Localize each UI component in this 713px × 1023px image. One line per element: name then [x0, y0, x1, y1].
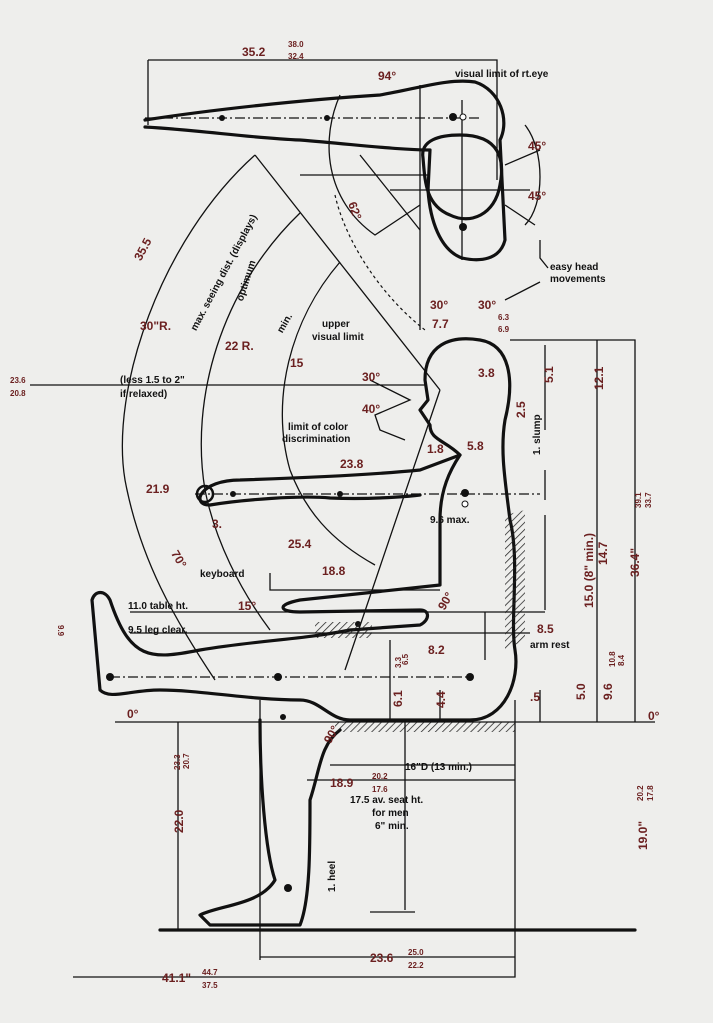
dim-9-6: 9.6	[601, 683, 615, 700]
heel-label: 1. heel	[327, 861, 338, 892]
dim-8-5: 8.5	[537, 622, 554, 636]
dim-5-8: 5.8	[467, 439, 484, 453]
seat-height-label-3: 6" min.	[375, 821, 409, 832]
keyboard-label: keyboard	[200, 569, 244, 580]
zero-right: 0°	[648, 709, 660, 723]
reach-dimension: 35.2	[242, 45, 266, 59]
head-width: 7.7	[432, 317, 449, 331]
dim-18-9-low: 17.6	[372, 785, 388, 794]
dim-1-8: 1.8	[427, 442, 444, 456]
dim-22-0-high: 23.3	[173, 754, 182, 770]
head-width-low: 6.9	[498, 325, 510, 334]
seated-figure	[90, 337, 637, 932]
radius-30: 30"R.	[140, 319, 171, 333]
foot-height: 9.9	[56, 625, 65, 637]
angle-62: 62°	[345, 200, 364, 222]
table-height-label: 11.0 table ht.	[128, 601, 188, 612]
dim-18-9-high: 20.2	[372, 772, 388, 781]
relaxed-note-1: (less 1.5 to 2"	[120, 375, 185, 386]
dim-36-4-high: 39.1	[634, 492, 643, 508]
dim-23-6-high: 25.0	[408, 948, 424, 957]
relaxed-note-2: if relaxed)	[120, 389, 167, 400]
color-limit-label-1: limit of color	[288, 422, 348, 433]
leg-clearance-label: 9.5 leg clear.	[128, 625, 188, 636]
dim-18-8: 18.8	[322, 564, 346, 578]
upper-visual-label-2: visual limit	[312, 332, 364, 343]
dim-6-1: 6.1	[391, 690, 405, 707]
reach-high: 38.0	[288, 40, 304, 49]
easy-head-label-2: movements	[550, 274, 606, 285]
reach-low: 32.4	[288, 52, 304, 61]
dim-21-9: 21.9	[146, 482, 170, 496]
dim-3-8: 3.8	[478, 366, 495, 380]
angle-94: 94°	[378, 69, 396, 83]
upper-visual-label-1: upper	[322, 319, 350, 330]
angle-45-lower: 45°	[528, 189, 546, 203]
dim-4-4: 4.4	[434, 691, 448, 708]
top-view-figure	[143, 59, 549, 331]
dim-19-0-low: 17.8	[646, 785, 655, 801]
dim-18-9: 18.9	[330, 776, 354, 790]
dim-3: 3.	[212, 517, 222, 531]
seat-height-label-1: 17.5 av. seat ht.	[350, 795, 423, 806]
dim-22-0: 22.0	[172, 809, 186, 833]
arm-rest-label: arm rest	[530, 640, 570, 651]
dim-5-0: 5.0	[574, 683, 588, 700]
angle-30-right: 30°	[478, 298, 496, 312]
dim-9-6-high: 10.8	[608, 651, 617, 667]
eye-height-high: 23.6	[10, 376, 26, 385]
dim-36-4: 36.4"	[628, 548, 642, 577]
slump-label: 1. slump	[532, 414, 543, 455]
dim-23-8: 23.8	[340, 457, 364, 471]
radius-15: 15	[290, 356, 304, 370]
angle-up-30: 30°	[362, 370, 380, 384]
radius-22: 22 R.	[225, 339, 254, 353]
color-limit-label-2: discrimination	[282, 434, 350, 445]
angle-15: 15°	[238, 599, 256, 613]
knee-low: 6.5	[401, 653, 410, 665]
dim-19-0-high: 20.2	[636, 785, 645, 801]
visual-limit-label: visual limit of rt.eye	[455, 69, 549, 80]
seat-height-label-2: for men	[372, 808, 409, 819]
dim-36-4-low: 33.7	[644, 492, 653, 508]
dim-23-6-low: 22.2	[408, 961, 424, 970]
max-seeing-value: 35.5	[131, 235, 154, 262]
min-label: min.	[275, 312, 295, 335]
dim-9-6-max: 9.6 max.	[430, 515, 470, 526]
dim-2-5: 2.5	[514, 401, 528, 418]
dim-22-0-low: 20.7	[182, 753, 191, 769]
dim-14-7: 14.7	[596, 541, 610, 565]
dim-12-1: 12.1	[592, 366, 606, 390]
eye-height-low: 20.8	[10, 389, 26, 398]
angle-30-left: 30°	[430, 298, 448, 312]
easy-head-label-1: easy head	[550, 262, 598, 273]
seat-depth-label: 16"D (13 min.)	[405, 762, 472, 773]
visual-arcs	[30, 154, 441, 681]
dim-15-0: 15.0 (8" min.)	[582, 533, 596, 608]
dim-41-1-low: 37.5	[202, 981, 218, 990]
dim-19-0: 19.0"	[636, 821, 650, 850]
angle-down-40: 40°	[362, 402, 380, 416]
dim-5-1: 5.1	[542, 366, 556, 383]
head-width-high: 6.3	[498, 313, 510, 322]
dim-23-6: 23.6	[370, 951, 394, 965]
zero-left: 0°	[127, 707, 139, 721]
dim-41-1: 41.1"	[162, 971, 191, 985]
dim-41-1-high: 44.7	[202, 968, 218, 977]
optimum-label: optimum	[235, 259, 259, 303]
angle-45-upper: 45°	[528, 139, 546, 153]
angle-70: 70°	[168, 548, 189, 571]
dim-8-2: 8.2	[428, 643, 445, 657]
dim-0-5: .5	[530, 690, 540, 704]
knee-high: 3.3	[394, 656, 403, 668]
dim-25-4: 25.4	[288, 537, 312, 551]
angle-90-elbow: 90°	[435, 590, 456, 613]
dim-9-6-low: 8.4	[617, 654, 626, 666]
dimension-lines	[73, 339, 655, 978]
